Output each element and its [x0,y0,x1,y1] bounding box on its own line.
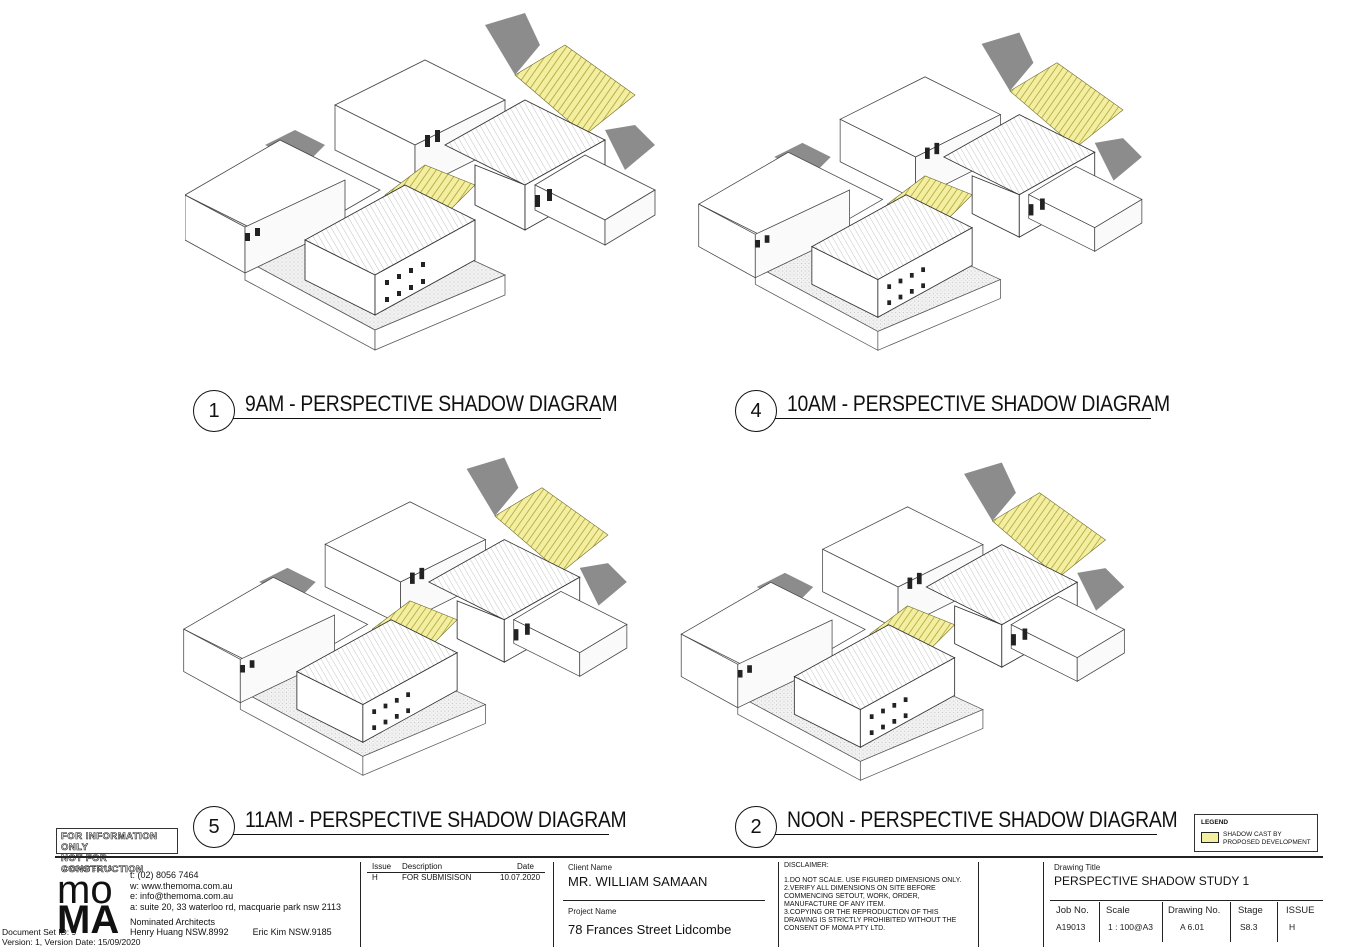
caption-noon: 2 NOON - PERSPECTIVE SHADOW DIAGRAM [735,806,1178,850]
diagram-title: NOON - PERSPECTIVE SHADOW DIAGRAM [787,807,1178,832]
stage-label: Stage [1238,905,1263,916]
job-no-value: A19013 [1056,922,1086,932]
caption-11am: 5 11AM - PERSPECTIVE SHADOW DIAGRAM [193,806,627,850]
client-name: MR. WILLIAM SAMAAN [568,874,708,889]
caption-10am: 4 10AM - PERSPECTIVE SHADOW DIAGRAM [735,390,1170,434]
description-value: FOR SUBMISISON [402,873,472,882]
issue-label: ISSUE [1286,905,1315,916]
issue-value: H [372,873,378,882]
legend-title: LEGEND [1201,819,1229,826]
scale-label: Scale [1106,905,1130,916]
shadow-diagram-9am [185,5,665,355]
legend: LEGEND SHADOW CAST BY PROPOSED DEVELOPME… [1194,814,1318,852]
drawing-title: PERSPECTIVE SHADOW STUDY 1 [1054,874,1250,888]
col-description: Description [402,862,443,871]
stage-value: S8.3 [1240,922,1258,932]
legend-label: SHADOW CAST BY PROPOSED DEVELOPMENT [1223,831,1311,846]
disclaimer: DISCLAIMER: 1.DO NOT SCALE. USE FIGURED … [784,862,962,932]
document-meta: Document Set ID: 9 Version: 1, Version D… [2,927,141,947]
project-label: Project Name [568,907,617,916]
job-no-label: Job No. [1056,905,1089,916]
issue-value: H [1289,922,1296,932]
diagram-number: 1 [193,390,235,432]
diagram-title: 9AM - PERSPECTIVE SHADOW DIAGRAM [245,391,618,416]
firm-website: w: www.themoma.com.au [130,880,233,891]
moma-logo: ARCHITECTS mo MA [57,866,120,942]
shadow-diagram-10am [695,25,1155,355]
shadow-diagram-noon [675,455,1140,785]
diagram-title: 11AM - PERSPECTIVE SHADOW DIAGRAM [245,807,627,832]
col-date: Date [517,862,534,871]
legend-swatch [1201,832,1219,843]
diagram-number: 5 [193,806,235,848]
shadow-diagram-11am [180,450,640,780]
firm-email: e: info@themoma.com.au [130,891,234,901]
col-issue: Issue [372,862,392,871]
diagram-number: 4 [735,390,777,432]
diagram-number: 2 [735,806,777,848]
caption-9am: 1 9AM - PERSPECTIVE SHADOW DIAGRAM [193,390,618,434]
firm-contact: t: (02) 8056 7464 w: www.themoma.com.au … [130,870,341,912]
information-stamp: FOR INFORMATION ONLY NOT FOR CONSTRUCTIO… [56,828,178,875]
date-value: 10.07.2020 [500,873,541,882]
project-name: 78 Frances Street Lidcombe [568,922,732,937]
drawing-no-value: A 6.01 [1180,922,1205,932]
scale-value: 1 : 100@A3 [1108,922,1154,932]
drawing-title-label: Drawing Title [1054,863,1101,872]
drawing-no-label: Drawing No. [1168,905,1221,916]
firm-phone: t: (02) 8056 7464 [130,870,199,880]
firm-address: a: suite 20, 33 waterloo rd, macquarie p… [130,901,341,912]
diagram-title: 10AM - PERSPECTIVE SHADOW DIAGRAM [787,391,1170,416]
nominated-architects: Nominated Architects Henry Huang NSW.899… [130,917,332,937]
client-label: Client Name [568,863,613,872]
